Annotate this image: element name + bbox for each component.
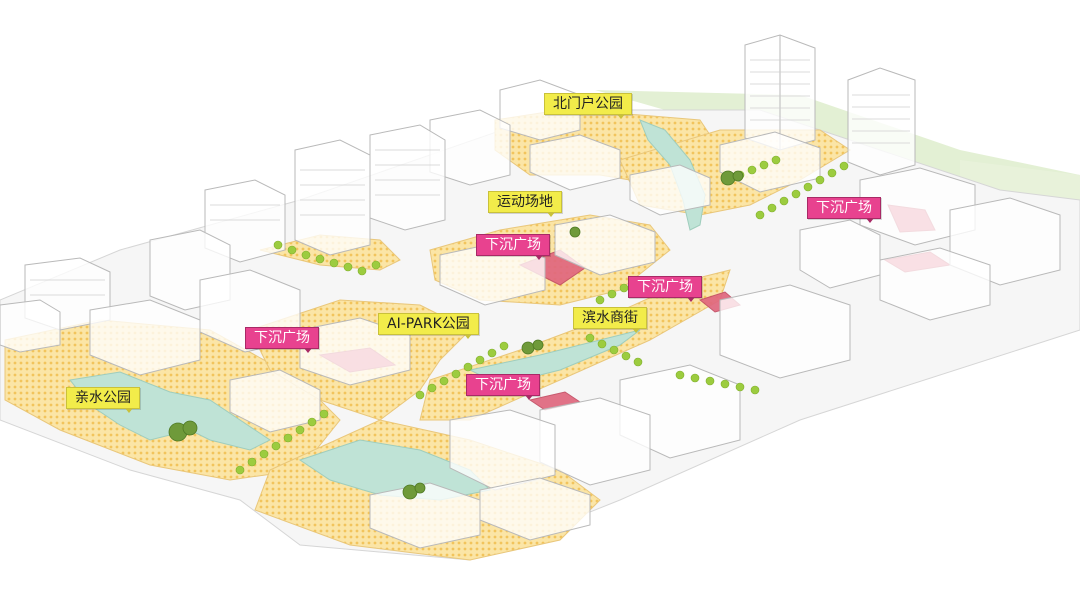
label-sunken-plaza-mid: 下沉广场	[628, 276, 702, 302]
label-waterfront-street: 滨水商街	[573, 307, 647, 333]
facade-lines	[30, 59, 910, 296]
street-trees	[235, 155, 849, 475]
label-sunken-plaza-west: 下沉广场	[245, 327, 319, 353]
label-sports-field: 运动场地	[488, 191, 562, 217]
canopy-trees	[168, 170, 744, 500]
label-sunken-plaza-east: 下沉广场	[807, 197, 881, 223]
label-waterside-park: 亲水公园	[66, 387, 140, 413]
label-sunken-plaza-center: 下沉广场	[476, 234, 550, 260]
label-ai-park: AI-PARK公园	[378, 313, 479, 339]
label-sunken-plaza-south: 下沉广场	[466, 374, 540, 400]
label-north-gate-park: 北门户公园	[544, 93, 632, 119]
